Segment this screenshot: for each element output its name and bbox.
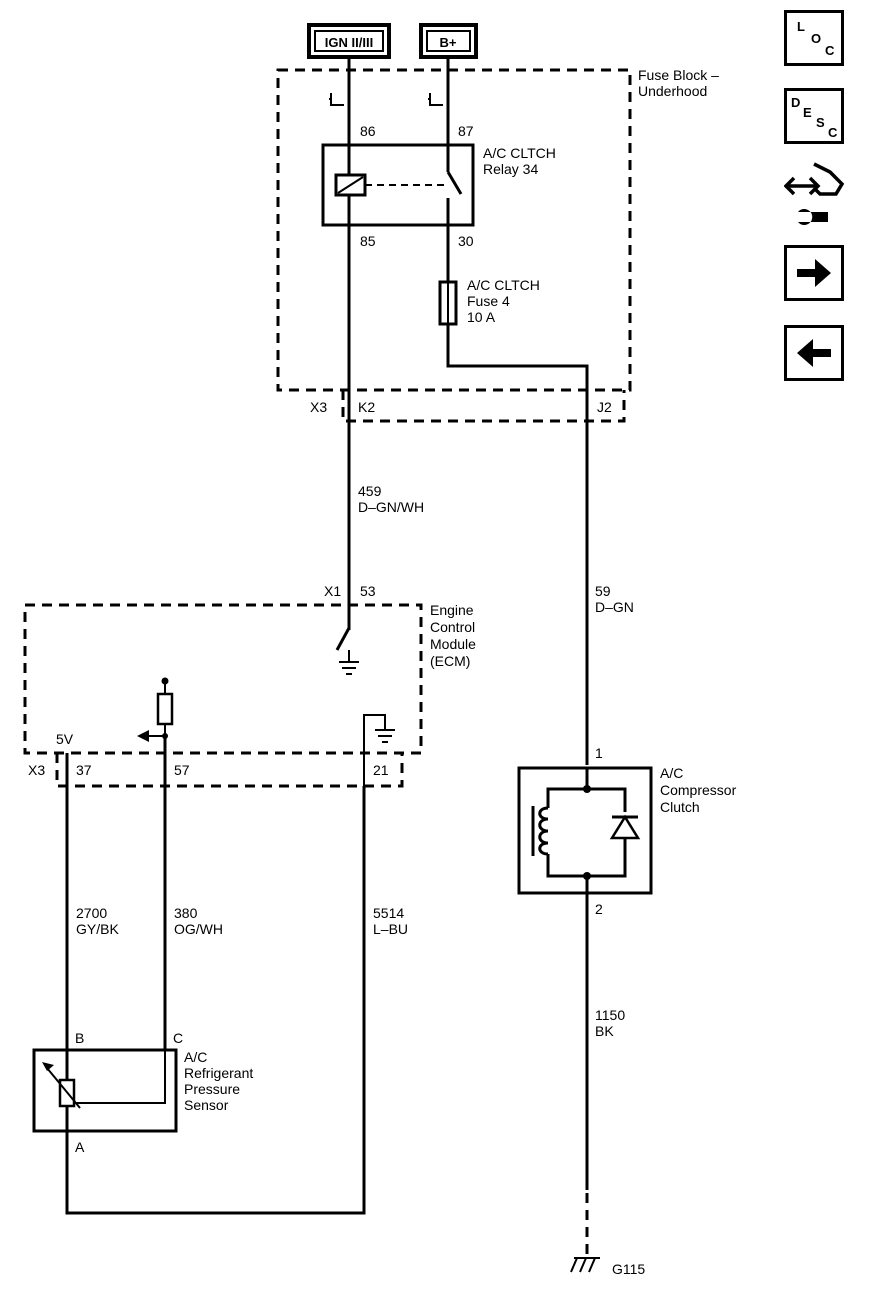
ground-g115-symbol	[570, 1257, 600, 1273]
ecm-signal-arrow-head	[137, 730, 149, 742]
wire-459-num: 459	[358, 483, 382, 499]
fuse-conn-x3-label: X3	[310, 399, 327, 415]
clutch-label-1: A/C	[660, 765, 683, 781]
desc-letter-s: S	[816, 115, 825, 130]
bplus-splice-symbol	[428, 93, 443, 106]
desc-letter-e: E	[803, 105, 812, 120]
ecm-conn-x1-label: X1	[324, 583, 341, 599]
desc-button[interactable]: D E S C	[784, 88, 844, 144]
ecm-pin-57-label: 57	[174, 762, 190, 778]
sensor-pin-a: A	[75, 1139, 85, 1155]
sensor-pin-b: B	[75, 1030, 84, 1046]
bplus-label: B+	[440, 35, 457, 50]
wire-459-color: D–GN/WH	[358, 499, 424, 515]
fuse-conn-j2-label: J2	[597, 399, 612, 415]
sensor-label-2: Refrigerant	[184, 1065, 253, 1081]
ecm-conn-x3-label: X3	[28, 762, 45, 778]
fuse-block-connector-outline	[341, 390, 626, 423]
relay-label-1: A/C CLTCH	[483, 145, 556, 161]
fuse-label-2: Fuse 4	[467, 293, 510, 309]
ecm-pin-21-label: 21	[373, 762, 389, 778]
ecm-label-2: Control	[430, 619, 475, 635]
ecm-pin-37-label: 37	[76, 762, 92, 778]
fuse-label-1: A/C CLTCH	[467, 277, 540, 293]
clutch-pin-1: 1	[595, 745, 603, 761]
wire-2700-num: 2700	[76, 905, 107, 921]
wire-59-num: 59	[595, 583, 611, 599]
relay-pin-87: 87	[458, 123, 474, 139]
relay-coil-diagonal	[337, 176, 364, 194]
ecm-pullup-resistor	[156, 692, 174, 726]
wire-2700-color: GY/BK	[76, 921, 119, 937]
relay-switch-blade	[446, 171, 463, 195]
sensor-label-1: A/C	[184, 1049, 207, 1065]
desc-letter-d: D	[791, 95, 801, 110]
fuse-block-label-2: Underhood	[638, 83, 707, 99]
ign-label: IGN II/III	[325, 35, 373, 50]
diagnostic-tools-icon	[783, 162, 845, 225]
wire-5514	[65, 786, 366, 1215]
ign-splice-symbol	[329, 93, 344, 106]
arrow-right-icon	[797, 259, 831, 287]
loc-letter-o: O	[811, 31, 822, 46]
relay-pin-86: 86	[360, 123, 376, 139]
pressure-sensor-box	[32, 1048, 178, 1133]
ecm-driver-ground-symbol	[339, 661, 359, 675]
arrow-left-icon	[797, 339, 831, 367]
relay-pin-30: 30	[458, 233, 474, 249]
fuse-block-outline	[276, 68, 632, 392]
clutch-label-2: Compressor	[660, 782, 737, 798]
fuse-to-clutch-wire	[446, 324, 589, 765]
loc-button[interactable]: L O C	[784, 10, 844, 66]
ecm-low-ref-lead	[363, 714, 386, 786]
ecm-x3-connector-outline	[55, 753, 404, 788]
ecm-pin-53-label: 53	[360, 583, 376, 599]
relay-pin-85: 85	[360, 233, 376, 249]
sensor-pin-c: C	[173, 1030, 183, 1046]
wire-5514-color: L–BU	[373, 921, 408, 937]
sensor-wiper-lead	[74, 1050, 166, 1104]
ecm-low-ref-ground-symbol	[375, 729, 395, 743]
ground-label: G115	[612, 1261, 645, 1277]
fuse-conn-k2-label: K2	[358, 399, 375, 415]
clutch-bottom-junction	[583, 872, 591, 880]
wire-1150-num: 1150	[595, 1007, 625, 1023]
relay-label-2: Relay 34	[483, 161, 538, 177]
sensor-label-3: Pressure	[184, 1081, 240, 1097]
ign-source-box: IGN II/III	[307, 23, 391, 59]
bplus-source-box: B+	[419, 23, 478, 59]
clutch-coil	[538, 806, 549, 856]
ecm-outline	[23, 603, 423, 755]
sensor-variable-arrow-line	[46, 1067, 81, 1109]
wire-59-color: D–GN	[595, 599, 634, 615]
next-button[interactable]	[784, 245, 844, 301]
ecm-label-3: Module	[430, 636, 476, 652]
clutch-label-3: Clutch	[660, 799, 700, 815]
ecm-driver-switch	[335, 627, 351, 651]
ecm-label-1: Engine	[430, 602, 474, 618]
sensor-label-4: Sensor	[184, 1097, 229, 1113]
fuse-label-3: 10 A	[467, 309, 496, 325]
loc-letter-l: L	[797, 19, 805, 34]
clutch-pin-2: 2	[595, 901, 603, 917]
wire-380-num: 380	[174, 905, 198, 921]
loc-letter-c: C	[825, 43, 835, 58]
ecm-5v-label: 5V	[56, 731, 74, 747]
fuse-block-label-1: Fuse Block –	[638, 67, 719, 83]
wire-5514-num: 5514	[373, 905, 404, 921]
diagnostic-button[interactable]	[783, 160, 848, 228]
back-button[interactable]	[784, 325, 844, 381]
clutch-top-junction	[583, 785, 591, 793]
wire-380-color: OG/WH	[174, 921, 223, 937]
ecm-label-4: (ECM)	[430, 653, 470, 669]
wire-1150-color: BK	[595, 1023, 614, 1039]
desc-letter-c: C	[828, 125, 838, 140]
sensor-variable-arrow-head	[42, 1062, 54, 1071]
